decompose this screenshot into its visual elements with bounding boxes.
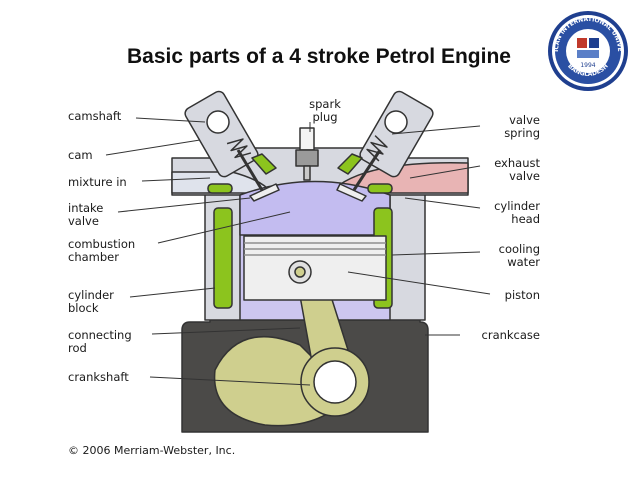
exhaust-camshaft — [384, 110, 408, 134]
head-coolant-right-outer — [367, 183, 393, 194]
exhaust-valve-stem — [352, 149, 382, 191]
leader-lines — [105, 117, 491, 386]
label-crankcase: crankcase — [481, 328, 540, 342]
cooling-water-left — [213, 207, 233, 309]
label-spark-plug: spark plug — [309, 97, 341, 124]
label-cooling-water: cooling water — [498, 242, 540, 269]
spark-plug-body — [299, 127, 315, 151]
label-cylinder-block: cylinder block — [68, 288, 114, 315]
page-title: Basic parts of a 4 stroke Petrol Engine — [127, 45, 511, 68]
exhaust-valve-spring — [366, 135, 388, 162]
exhaust-valve — [336, 183, 367, 202]
wrist-pin-center — [294, 266, 306, 278]
logo-year: 1994 — [580, 62, 595, 69]
label-valve-spring: valve spring — [504, 113, 540, 140]
university-logo: AMERICAN INTERNATIONAL UNIVERSITY BANGLA… — [547, 10, 628, 91]
intake-valve — [249, 183, 280, 202]
spark-plug-hex — [295, 149, 319, 167]
head-coolant-left-outer — [207, 183, 233, 194]
label-combustion-chamber: combustion chamber — [68, 237, 136, 264]
label-cylinder-head: cylinder head — [494, 199, 540, 226]
label-cam: cam — [68, 148, 93, 162]
label-crankshaft: crankshaft — [68, 370, 129, 384]
head-coolant-left — [251, 153, 277, 175]
piston — [243, 235, 387, 301]
head-coolant-right — [337, 153, 363, 175]
label-connecting-rod: connecting rod — [68, 328, 132, 355]
label-intake-valve: intake valve — [68, 201, 104, 228]
intake-valve-spring — [226, 138, 252, 159]
copyright-notice: © 2006 Merriam-Webster, Inc. — [68, 444, 236, 457]
intake-camshaft — [206, 110, 230, 134]
label-camshaft: camshaft — [68, 109, 122, 123]
label-piston: piston — [504, 288, 540, 302]
label-mixture-in: mixture in — [68, 175, 127, 189]
label-exhaust-valve: exhaust valve — [494, 156, 540, 183]
crank-pin — [313, 360, 357, 404]
intake-valve-stem — [236, 149, 264, 191]
spark-plug-tip — [303, 165, 311, 181]
